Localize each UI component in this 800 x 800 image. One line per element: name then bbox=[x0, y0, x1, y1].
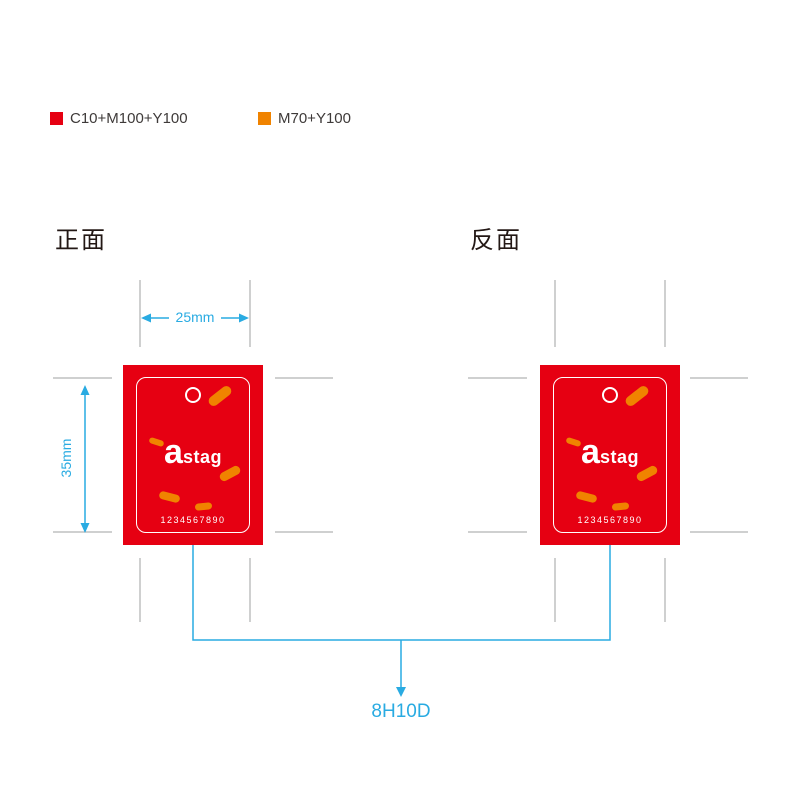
logo-letter-a: a bbox=[164, 433, 183, 471]
crop-marks-front bbox=[53, 280, 333, 622]
legend-item-orange: M70+Y100 bbox=[258, 110, 351, 127]
hang-hole-icon bbox=[602, 387, 618, 403]
height-dimension-label: 35mm bbox=[57, 433, 75, 483]
back-section-label: 反面 bbox=[470, 227, 522, 254]
hang-hole-icon bbox=[185, 387, 201, 403]
front-section-label: 正面 bbox=[55, 227, 107, 254]
trim-border bbox=[136, 377, 250, 533]
height-dimension-arrow bbox=[80, 385, 90, 533]
tag-serial-number: 1234567890 bbox=[160, 515, 226, 525]
hole-code-label: 8H10D bbox=[371, 701, 431, 722]
legend-label-orange: M70+Y100 bbox=[278, 110, 351, 127]
orange-swatch-icon bbox=[258, 112, 271, 125]
astag-logo: astag bbox=[123, 435, 263, 476]
tag-serial-number: 1234567890 bbox=[577, 515, 643, 525]
code-connector-line bbox=[192, 532, 611, 697]
logo-letters-stag: stag bbox=[182, 447, 222, 467]
width-dimension-label: 25mm bbox=[169, 308, 221, 326]
trim-border bbox=[553, 377, 667, 533]
tag-front: astag 1234567890 bbox=[123, 365, 263, 545]
tag-back: astag 1234567890 bbox=[540, 365, 680, 545]
crop-marks-back bbox=[468, 280, 748, 622]
red-swatch-icon bbox=[50, 112, 63, 125]
legend-label-red: C10+M100+Y100 bbox=[70, 110, 188, 127]
logo-letters-stag: stag bbox=[599, 447, 639, 467]
legend-item-red: C10+M100+Y100 bbox=[50, 110, 188, 127]
logo-letter-a: a bbox=[581, 433, 600, 471]
astag-logo: astag bbox=[540, 435, 680, 476]
